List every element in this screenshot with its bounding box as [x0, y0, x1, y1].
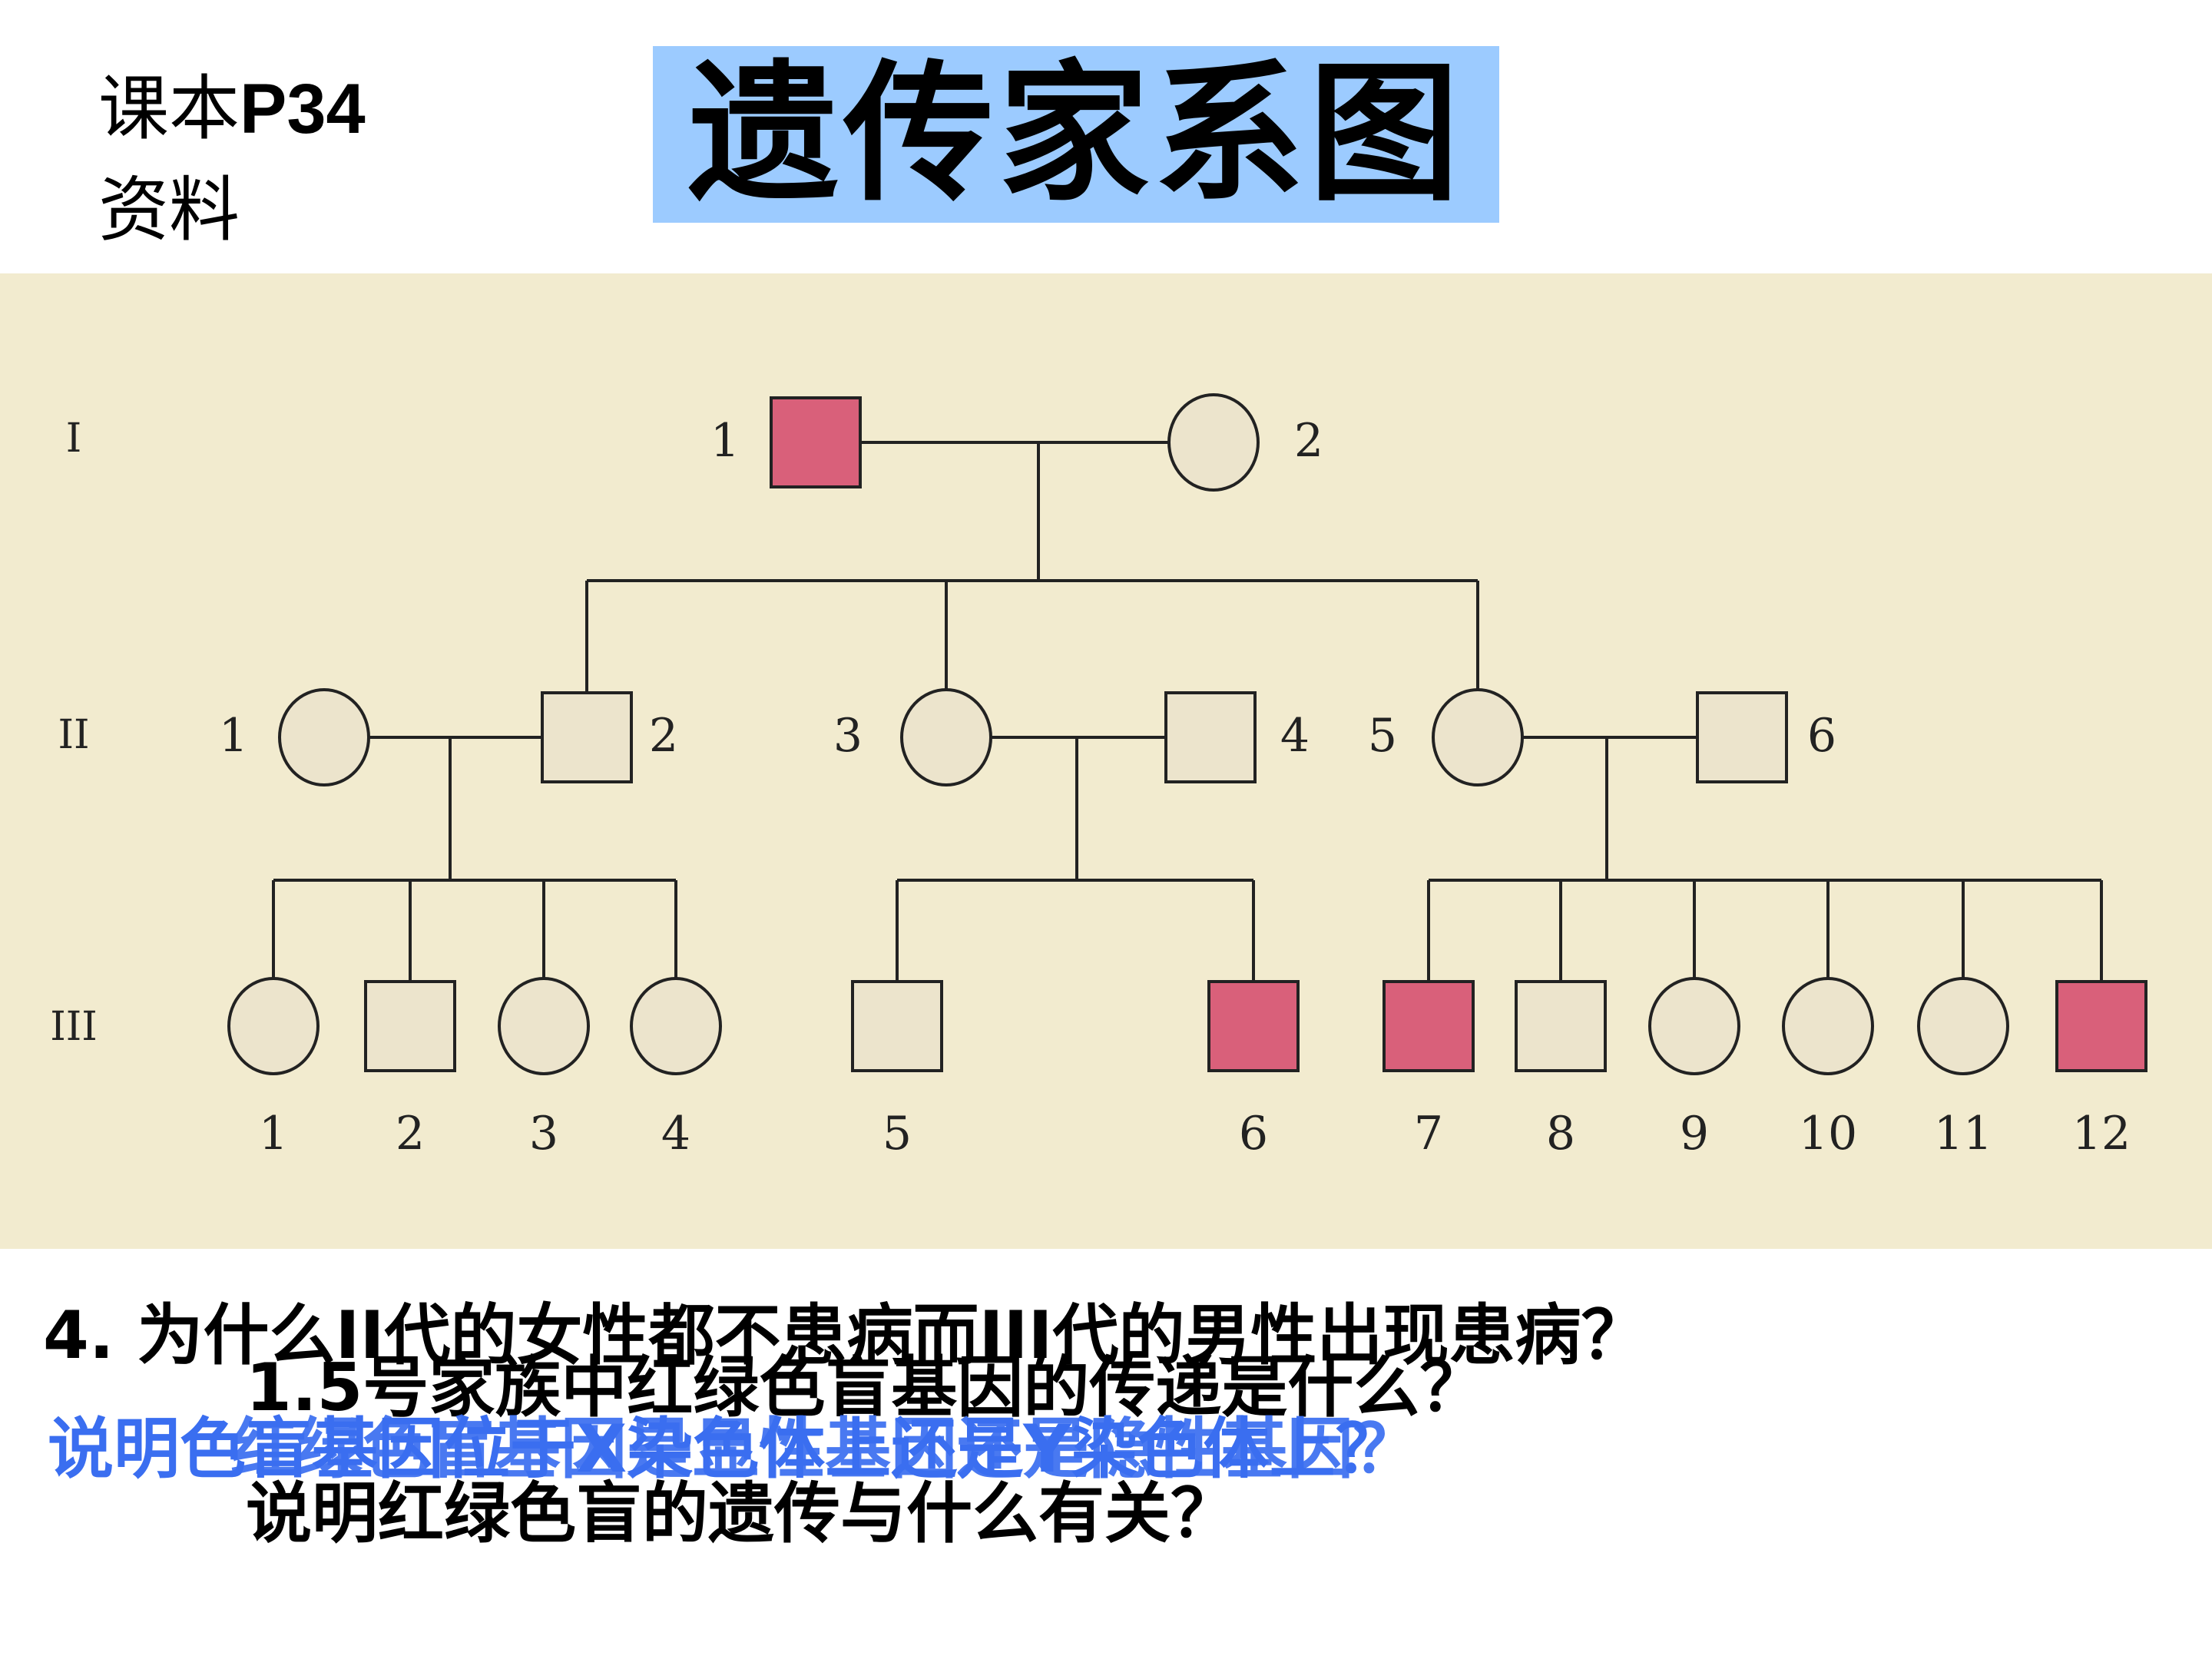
member-number-III-12: 12: [2072, 1107, 2131, 1161]
unaffected-female-III-1: [227, 977, 320, 1075]
member-number-II-4: 4: [1280, 709, 1310, 763]
member-number-II-3: 3: [833, 709, 863, 763]
unaffected-male-II-2: [541, 691, 633, 783]
question-family5-transmission: 1.5号家族中红绿色盲基因的传递是什么？: [246, 1349, 1486, 1426]
member-number-III-7: 7: [1414, 1107, 1443, 1161]
affected-male-III-7: [1382, 980, 1475, 1072]
member-number-I-1: 1: [710, 414, 740, 468]
affected-male-III-6: [1207, 980, 1300, 1072]
affected-male-I-1: [770, 396, 862, 488]
unaffected-female-III-3: [498, 977, 590, 1075]
member-number-III-6: 6: [1239, 1107, 1268, 1161]
member-number-III-3: 3: [529, 1107, 558, 1161]
unaffected-female-I-2: [1167, 393, 1260, 492]
member-number-III-5: 5: [882, 1107, 912, 1161]
unaffected-female-II-5: [1432, 688, 1524, 786]
member-number-III-1: 1: [259, 1107, 288, 1161]
member-number-III-10: 10: [1799, 1107, 1857, 1161]
unaffected-female-III-11: [1917, 977, 2009, 1075]
affected-male-III-12: [2055, 980, 2147, 1072]
question-generation-pattern: 4. 为什么II代的女性都不患病而III代的男性出现患病？: [43, 1297, 1647, 1374]
unaffected-female-III-9: [1648, 977, 1740, 1075]
unaffected-male-III-8: [1515, 980, 1607, 1072]
reference-page: P34: [240, 70, 366, 148]
reference-text: 课本: [98, 68, 240, 150]
generation-label-III: III: [50, 1004, 98, 1050]
unaffected-female-II-1: [278, 688, 370, 786]
member-number-II-2: 2: [649, 709, 678, 763]
unaffected-male-III-5: [851, 980, 943, 1072]
generation-label-II: II: [58, 712, 89, 758]
member-number-III-9: 9: [1680, 1107, 1709, 1161]
member-number-III-4: 4: [661, 1107, 690, 1161]
member-number-III-11: 11: [1934, 1107, 1992, 1161]
unaffected-female-II-3: [900, 688, 992, 786]
pedigree-figure-background: [0, 273, 2212, 1249]
unaffected-female-III-4: [630, 977, 722, 1075]
slide-title: 遗传家系图: [687, 47, 1464, 222]
question-x-or-y-chromosome: 说明色盲基因位于X染色体上还是Y染色体上？: [48, 1411, 1402, 1488]
question-inheritance-relation: 说明红绿色盲的遗传与什么有关？: [246, 1475, 1237, 1552]
title-banner: 遗传家系图: [653, 46, 1499, 223]
unaffected-female-III-10: [1782, 977, 1874, 1075]
generation-label-I: I: [66, 416, 82, 462]
member-number-III-8: 8: [1546, 1107, 1575, 1161]
member-number-II-5: 5: [1368, 709, 1397, 763]
member-number-II-1: 1: [219, 709, 248, 763]
member-number-I-2: 2: [1294, 414, 1323, 468]
member-number-II-6: 6: [1807, 709, 1836, 763]
unaffected-male-II-4: [1164, 691, 1257, 783]
unaffected-male-II-6: [1696, 691, 1788, 783]
unaffected-male-III-2: [364, 980, 456, 1072]
member-number-III-2: 2: [396, 1107, 425, 1161]
textbook-reference: 课本P34 资料: [98, 58, 366, 261]
reference-material: 资料: [98, 169, 240, 251]
question-dominant-or-recessive: 红绿色盲基因是显性基因还是隐性基因？: [230, 1411, 1419, 1488]
